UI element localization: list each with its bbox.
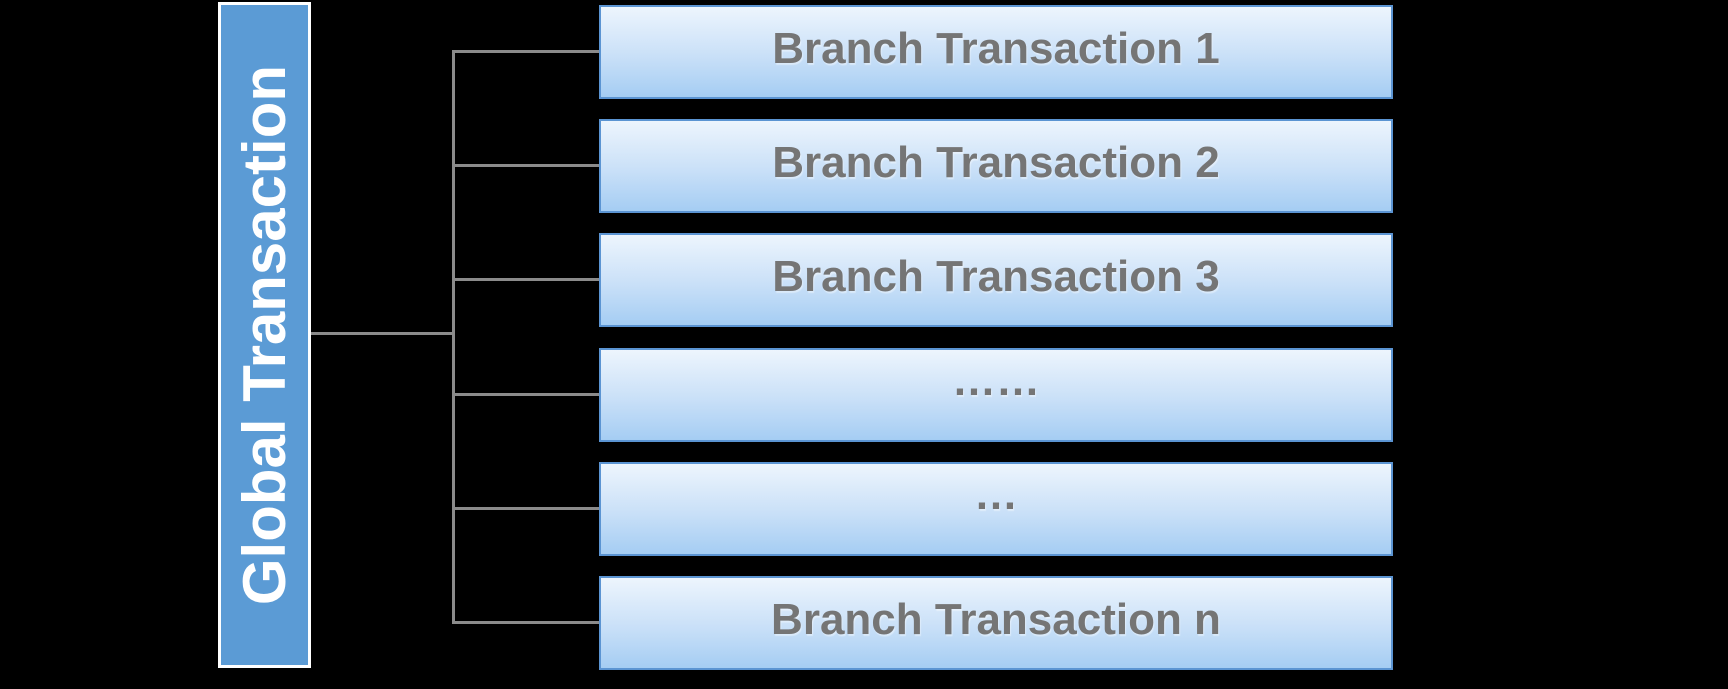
branch-transaction-box-n: Branch Transaction n xyxy=(599,576,1393,670)
branch-transaction-label: Branch Transaction 1 xyxy=(772,24,1220,73)
connector-trunk-line xyxy=(452,50,455,624)
connector-branch-line xyxy=(454,50,599,53)
connector-branch-line xyxy=(454,278,599,281)
branch-transaction-box-1: Branch Transaction 1 xyxy=(599,5,1393,99)
connector-branch-line xyxy=(454,507,599,510)
branch-transaction-label: Branch Transaction 3 xyxy=(772,252,1220,301)
branch-transaction-label: Branch Transaction n xyxy=(771,595,1221,644)
connector-branch-line xyxy=(454,393,599,396)
branch-transaction-label: Branch Transaction 2 xyxy=(772,138,1220,187)
branch-transaction-box-2: Branch Transaction 2 xyxy=(599,119,1393,213)
branch-transaction-box-ellipsis-wide: …… xyxy=(599,348,1393,442)
branch-transaction-label: …… xyxy=(952,356,1040,405)
global-transaction-label: Global Transaction xyxy=(230,64,298,606)
branch-transaction-label: … xyxy=(974,470,1018,519)
connector-branch-line xyxy=(454,621,599,624)
branch-transaction-box-3: Branch Transaction 3 xyxy=(599,233,1393,327)
global-transaction-box: Global Transaction xyxy=(218,2,311,668)
branch-transaction-box-ellipsis: … xyxy=(599,462,1393,556)
connector-branch-line xyxy=(454,164,599,167)
connector-root-line xyxy=(311,332,454,335)
